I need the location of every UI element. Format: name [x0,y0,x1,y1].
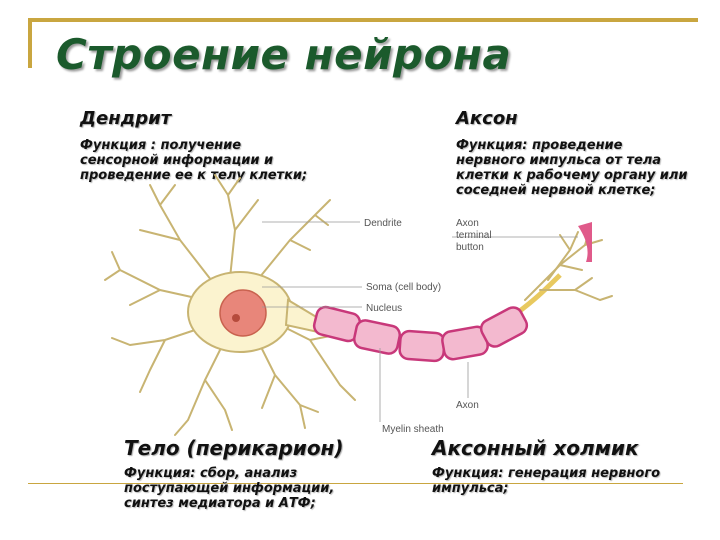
frame-top-accent [28,18,698,22]
terminal-branch [539,277,613,301]
dendrite-branch [104,251,206,306]
hillock-description: Функция: генерация нервного импульса; [432,466,661,496]
axon-description: Функция: проведение нервного импульса от… [456,138,688,198]
dendrite-branch [139,184,216,286]
axon-heading: Аксон [456,108,518,129]
dendrite-branch [254,334,319,429]
myelin-segments [312,305,529,363]
axon-terminals [524,227,613,301]
dendrite-branch [111,324,211,393]
terminal-branch [547,231,579,281]
label-axon-terminal-2: terminal [456,230,492,241]
label-axon-terminal-1: Axon [456,218,479,229]
label-nucleus: Nucleus [366,303,402,314]
label-axon: Axon [456,400,479,411]
soma-heading: Тело (перикарион) [124,436,344,460]
dendrite-branch [254,199,331,284]
label-dendrite: Dendrite [364,218,402,229]
label-soma: Soma (cell body) [366,282,441,293]
page-title: Строение нейрона [56,30,512,79]
target-cell-edge [578,222,592,262]
frame-bottom-line [28,483,683,484]
nucleolus-shape [232,314,240,322]
dendrite-branch [174,339,233,436]
hillock-heading: Аксонный холмик [432,436,639,460]
soma-description: Функция: сбор, анализ поступающей информ… [124,466,335,511]
dendrite-heading: Дендрит [80,108,172,129]
myelin-segment [479,306,529,348]
myelin-segment [352,319,402,355]
dendrite-branch [214,174,259,279]
myelin-segment [398,329,446,363]
label-myelin: Myelin sheath [382,424,444,435]
dendrites [104,174,356,436]
nucleus-shape [219,289,267,337]
frame-left-accent [28,18,32,68]
label-axon-terminal-3: button [456,242,484,253]
dendrite-description: Функция : получение сенсорной информации… [80,138,308,183]
